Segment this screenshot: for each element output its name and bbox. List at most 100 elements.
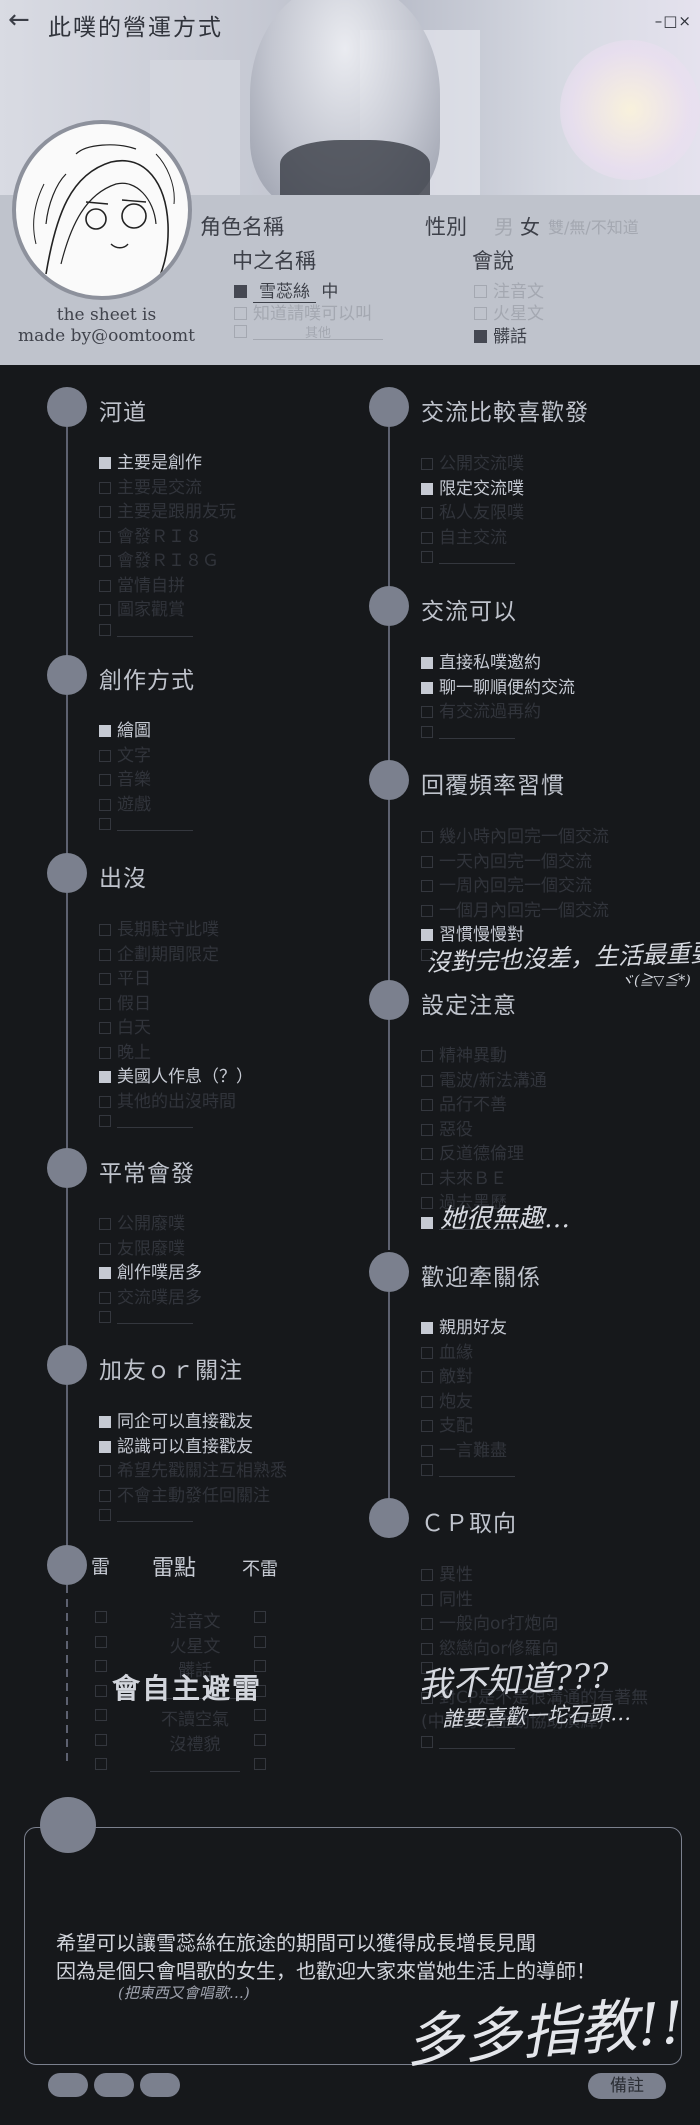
footer-pill-2[interactable] (94, 2073, 134, 2097)
checkbox[interactable] (421, 482, 433, 495)
checkbox[interactable] (99, 530, 111, 543)
checkbox[interactable] (421, 507, 433, 519)
checkbox[interactable] (99, 1095, 111, 1108)
checkbox[interactable] (421, 1371, 433, 1383)
checkbox[interactable] (421, 1148, 433, 1160)
checkbox[interactable] (421, 1099, 433, 1111)
mine-checkbox[interactable] (95, 1660, 107, 1672)
mine-checkbox[interactable] (95, 1733, 107, 1746)
checkbox[interactable] (421, 1464, 433, 1476)
checkbox[interactable] (99, 1022, 111, 1034)
speak-zhuyin-checkbox[interactable] (474, 285, 487, 298)
checkbox[interactable] (421, 1172, 433, 1185)
checkbox[interactable] (421, 948, 433, 961)
not-mine-checkbox[interactable] (254, 1758, 266, 1770)
checkbox[interactable] (421, 681, 433, 694)
checkbox[interactable] (421, 831, 433, 843)
not-mine-checkbox[interactable] (254, 1733, 266, 1746)
checkbox[interactable] (421, 657, 433, 669)
checkbox[interactable] (99, 997, 111, 1010)
checkbox[interactable] (421, 855, 433, 868)
checkbox[interactable] (99, 1509, 111, 1521)
checkbox[interactable] (99, 798, 111, 811)
footer-pill-1[interactable] (48, 2073, 88, 2097)
checkbox[interactable] (99, 973, 111, 985)
gender-option-male[interactable]: 男 (494, 215, 514, 239)
checkbox[interactable] (99, 555, 111, 567)
back-arrow-icon[interactable]: ← (8, 5, 30, 35)
checkbox[interactable] (99, 579, 111, 592)
checkbox[interactable] (421, 880, 433, 892)
checkbox[interactable] (421, 1642, 433, 1655)
checkbox[interactable] (99, 1242, 111, 1255)
checkbox[interactable] (421, 1395, 433, 1408)
checkbox[interactable] (421, 725, 433, 738)
checkbox[interactable] (421, 1618, 433, 1630)
speak-swear-checkbox[interactable] (474, 330, 487, 343)
checkbox[interactable] (99, 457, 111, 469)
speak-martian-checkbox[interactable] (474, 307, 487, 320)
checkbox[interactable] (421, 1050, 433, 1062)
checkbox[interactable] (421, 458, 433, 470)
checkbox[interactable] (421, 1346, 433, 1359)
checkbox[interactable] (421, 531, 433, 544)
chinese-name-checkbox[interactable] (234, 285, 247, 298)
checkbox[interactable] (99, 1071, 111, 1083)
not-mine-checkbox[interactable] (254, 1611, 266, 1623)
checkbox[interactable] (421, 1662, 433, 1674)
checkbox[interactable] (421, 1123, 433, 1136)
checkbox[interactable] (99, 774, 111, 786)
checkbox[interactable] (421, 1593, 433, 1606)
gender-option-other[interactable]: 雙/無/不知道 (548, 218, 639, 237)
checkbox[interactable] (99, 1046, 111, 1059)
checkbox[interactable] (99, 481, 111, 494)
checkbox[interactable] (99, 1218, 111, 1230)
mine-checkbox[interactable] (95, 1709, 107, 1721)
not-mine-checkbox[interactable] (254, 1684, 266, 1697)
checkbox[interactable] (99, 1416, 111, 1428)
checkbox[interactable] (421, 904, 433, 917)
mine-checkbox[interactable] (95, 1611, 107, 1623)
checkbox[interactable] (421, 929, 433, 941)
remark-button[interactable]: 備註 (588, 2073, 666, 2099)
checkbox[interactable] (99, 749, 111, 762)
checkbox[interactable] (421, 1197, 433, 1209)
checkbox[interactable] (99, 1267, 111, 1279)
checkbox[interactable] (99, 948, 111, 961)
checkbox[interactable] (421, 1420, 433, 1432)
other-name-checkbox[interactable] (234, 325, 247, 338)
section-title: 交流比較喜歡發 (421, 400, 589, 426)
checkbox[interactable] (421, 1691, 433, 1704)
hide-name-checkbox[interactable] (234, 307, 247, 320)
checkbox[interactable] (99, 506, 111, 518)
checkbox[interactable] (421, 1444, 433, 1457)
checkbox[interactable] (99, 1465, 111, 1477)
mine-checkbox[interactable] (95, 1758, 107, 1770)
gender-option-female[interactable]: 女 (520, 215, 540, 239)
checkbox[interactable] (99, 1291, 111, 1304)
window-controls-icon[interactable]: –□× (654, 12, 692, 30)
checkbox[interactable] (99, 1489, 111, 1502)
checklist-item (421, 1732, 515, 1752)
checkbox[interactable] (421, 706, 433, 718)
checkbox[interactable] (421, 551, 433, 563)
checkbox[interactable] (421, 1322, 433, 1334)
checkbox[interactable] (99, 604, 111, 616)
checkbox[interactable] (99, 1311, 111, 1323)
not-mine-checkbox[interactable] (254, 1709, 266, 1721)
checkbox[interactable] (99, 623, 111, 636)
checkbox[interactable] (421, 1735, 433, 1748)
checkbox[interactable] (99, 924, 111, 936)
mine-checkbox[interactable] (95, 1635, 107, 1648)
not-mine-checkbox[interactable] (254, 1660, 266, 1672)
checkbox[interactable] (99, 1440, 111, 1453)
footer-pill-3[interactable] (140, 2073, 180, 2097)
checkbox[interactable] (421, 1216, 433, 1229)
not-mine-checkbox[interactable] (254, 1635, 266, 1648)
checkbox[interactable] (99, 725, 111, 737)
checkbox[interactable] (99, 818, 111, 830)
checkbox[interactable] (421, 1074, 433, 1087)
checkbox[interactable] (421, 1569, 433, 1581)
mine-checkbox[interactable] (95, 1684, 107, 1697)
checkbox[interactable] (99, 1115, 111, 1127)
